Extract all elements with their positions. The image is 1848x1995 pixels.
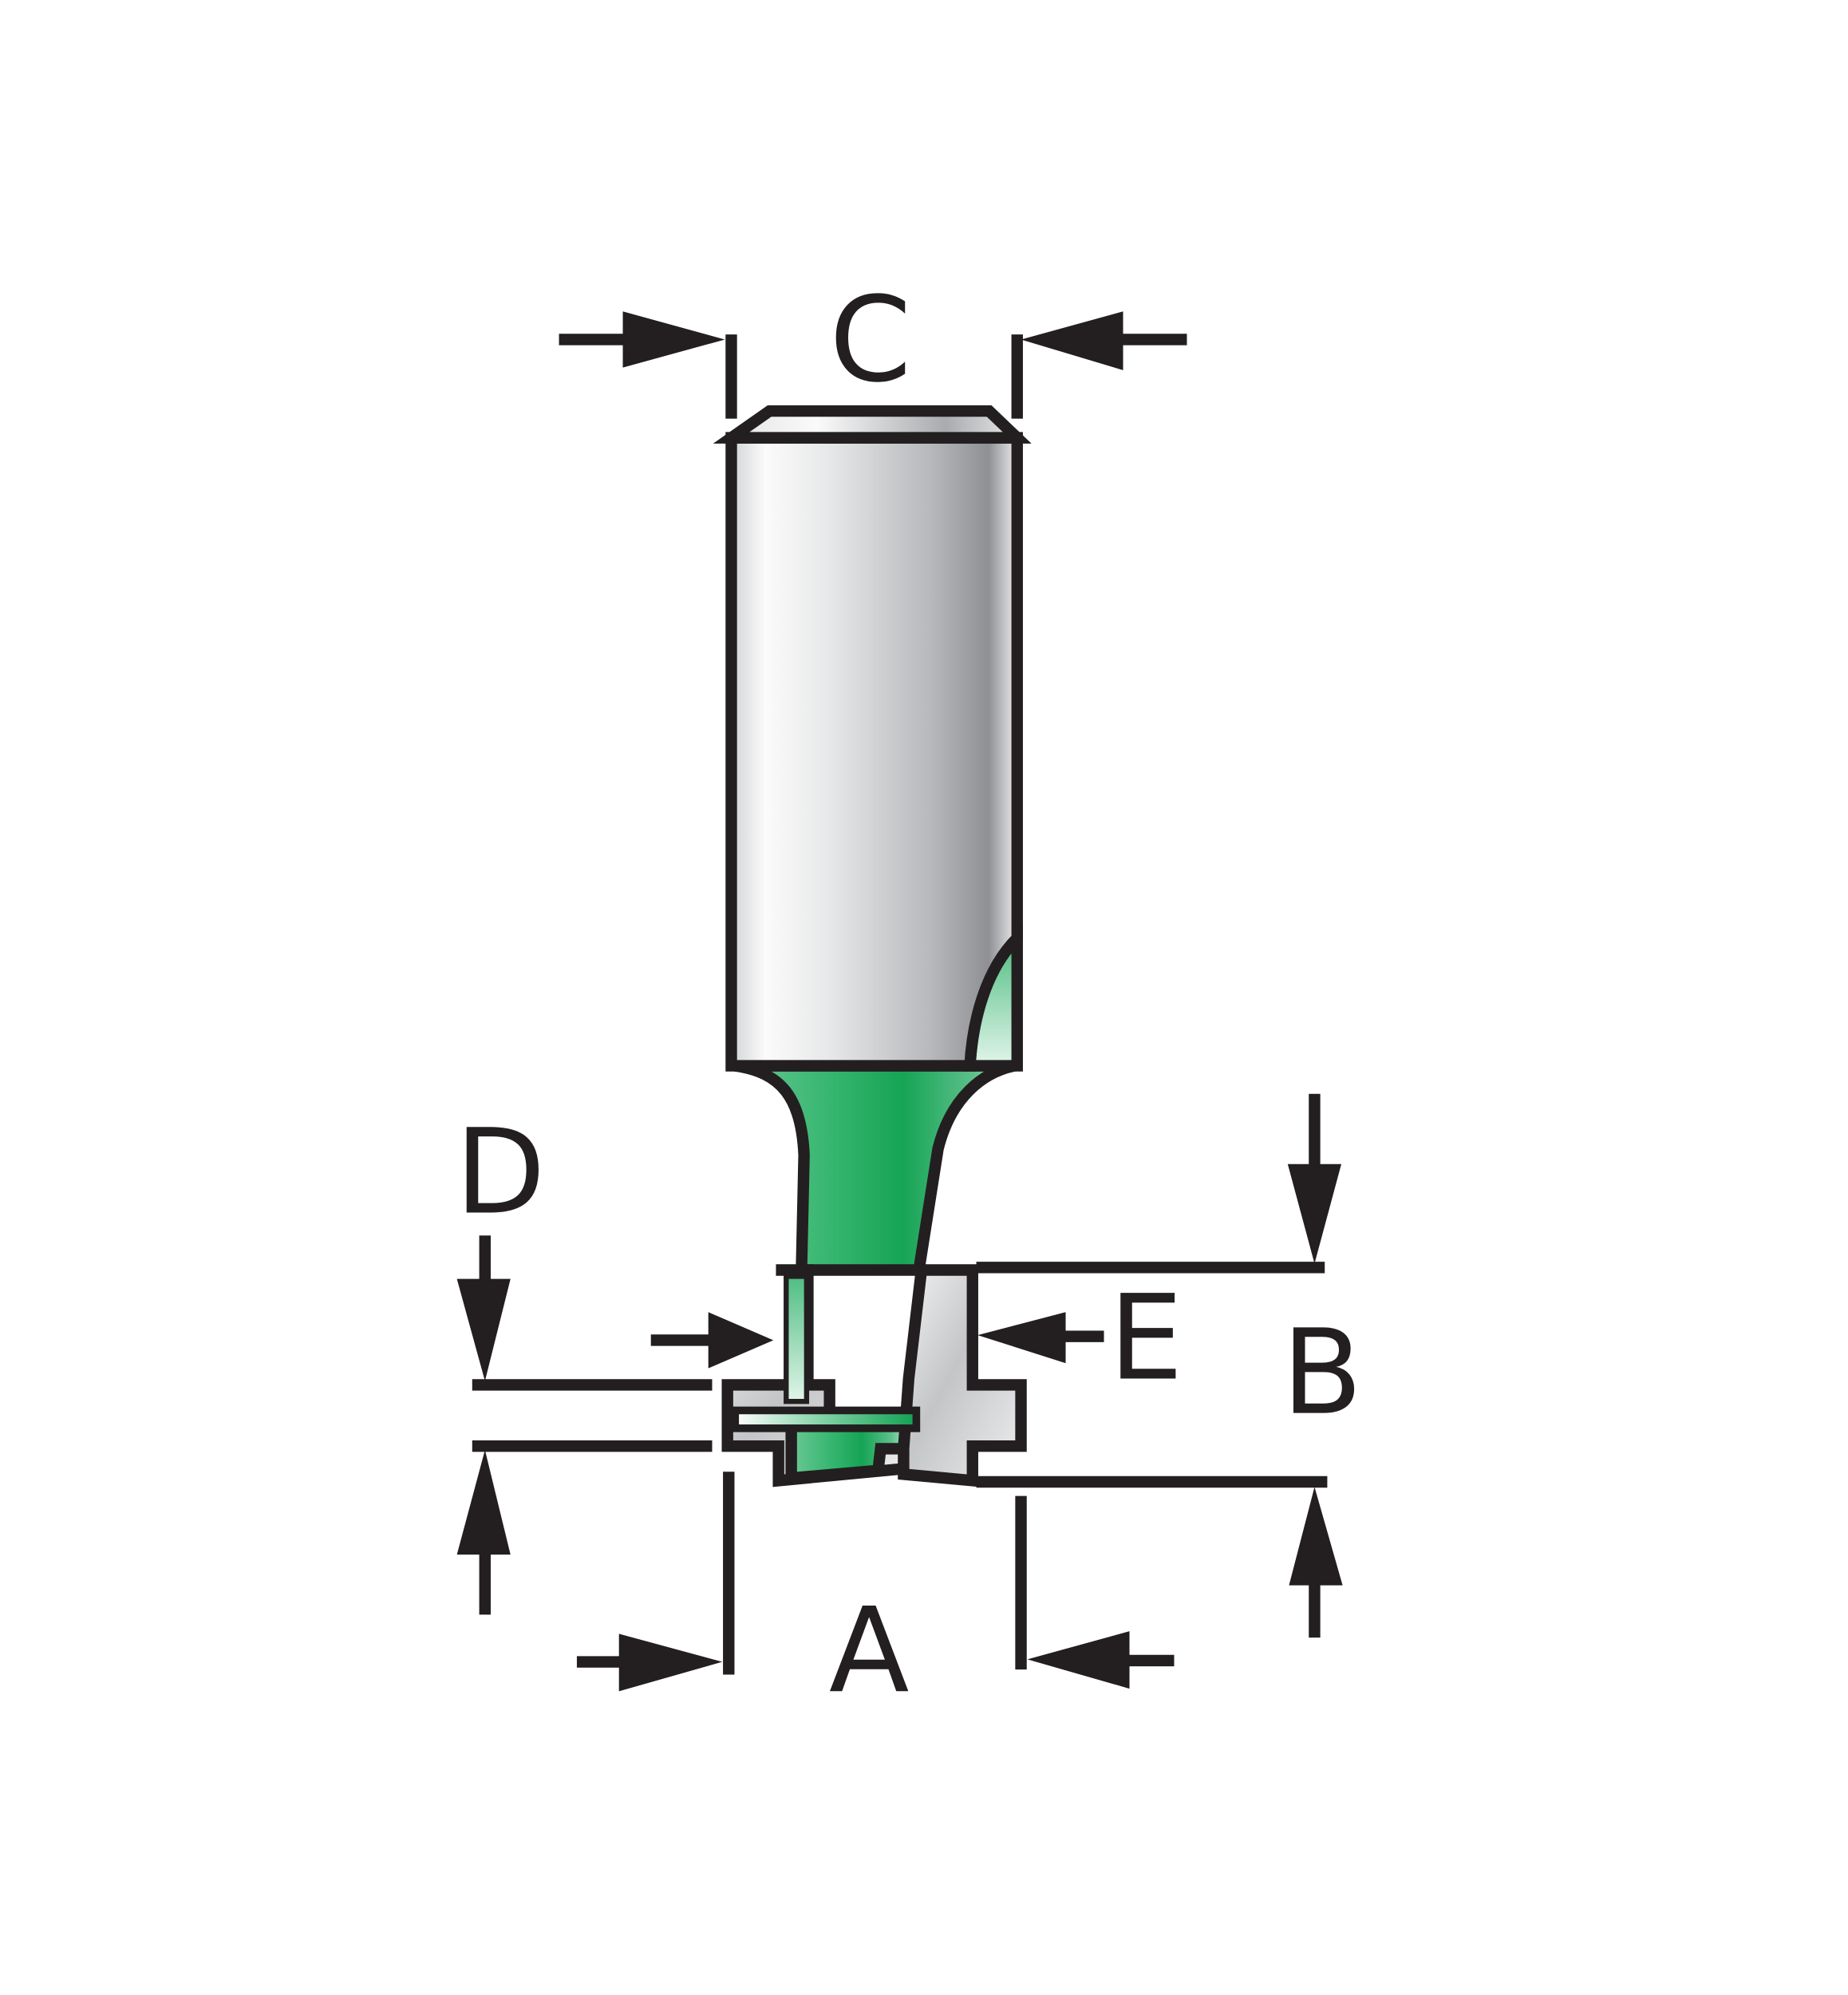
- cutter-right-body: [898, 1264, 1027, 1487]
- arrow-right-icon: [708, 1312, 774, 1369]
- shank-chamfer: [713, 405, 1032, 444]
- arrow-down-icon: [1287, 1163, 1342, 1264]
- arrow-right-icon: [618, 1634, 723, 1692]
- dimension-a: A: [576, 1472, 1175, 1719]
- arrow-left-icon: [977, 1312, 1066, 1364]
- carbide-slot-bar: [731, 1406, 921, 1432]
- arrow-left-icon: [1021, 311, 1123, 370]
- arrow-down-icon: [456, 1278, 511, 1381]
- dimension-label-b: B: [1282, 1304, 1363, 1441]
- cutter-head: [721, 1264, 1027, 1487]
- carbide-neck: [734, 1060, 1017, 1276]
- carbide-insert-vertical: [784, 1274, 810, 1404]
- dimension-b: B: [976, 1093, 1363, 1638]
- shank-body: [725, 432, 1023, 1072]
- dimension-label-e: E: [1109, 1269, 1183, 1406]
- arrow-right-icon: [622, 311, 725, 368]
- dimension-label-c: C: [829, 271, 911, 409]
- dimension-e: E: [650, 1269, 1183, 1406]
- shank: [713, 405, 1032, 1276]
- dimension-c: C: [559, 271, 1187, 419]
- dimension-label-d: D: [455, 1104, 545, 1241]
- arrow-up-icon: [456, 1450, 511, 1555]
- arrow-up-icon: [1289, 1487, 1343, 1586]
- dimension-d: D: [455, 1104, 713, 1615]
- arrow-left-icon: [1027, 1631, 1130, 1689]
- dimension-label-a: A: [829, 1582, 910, 1719]
